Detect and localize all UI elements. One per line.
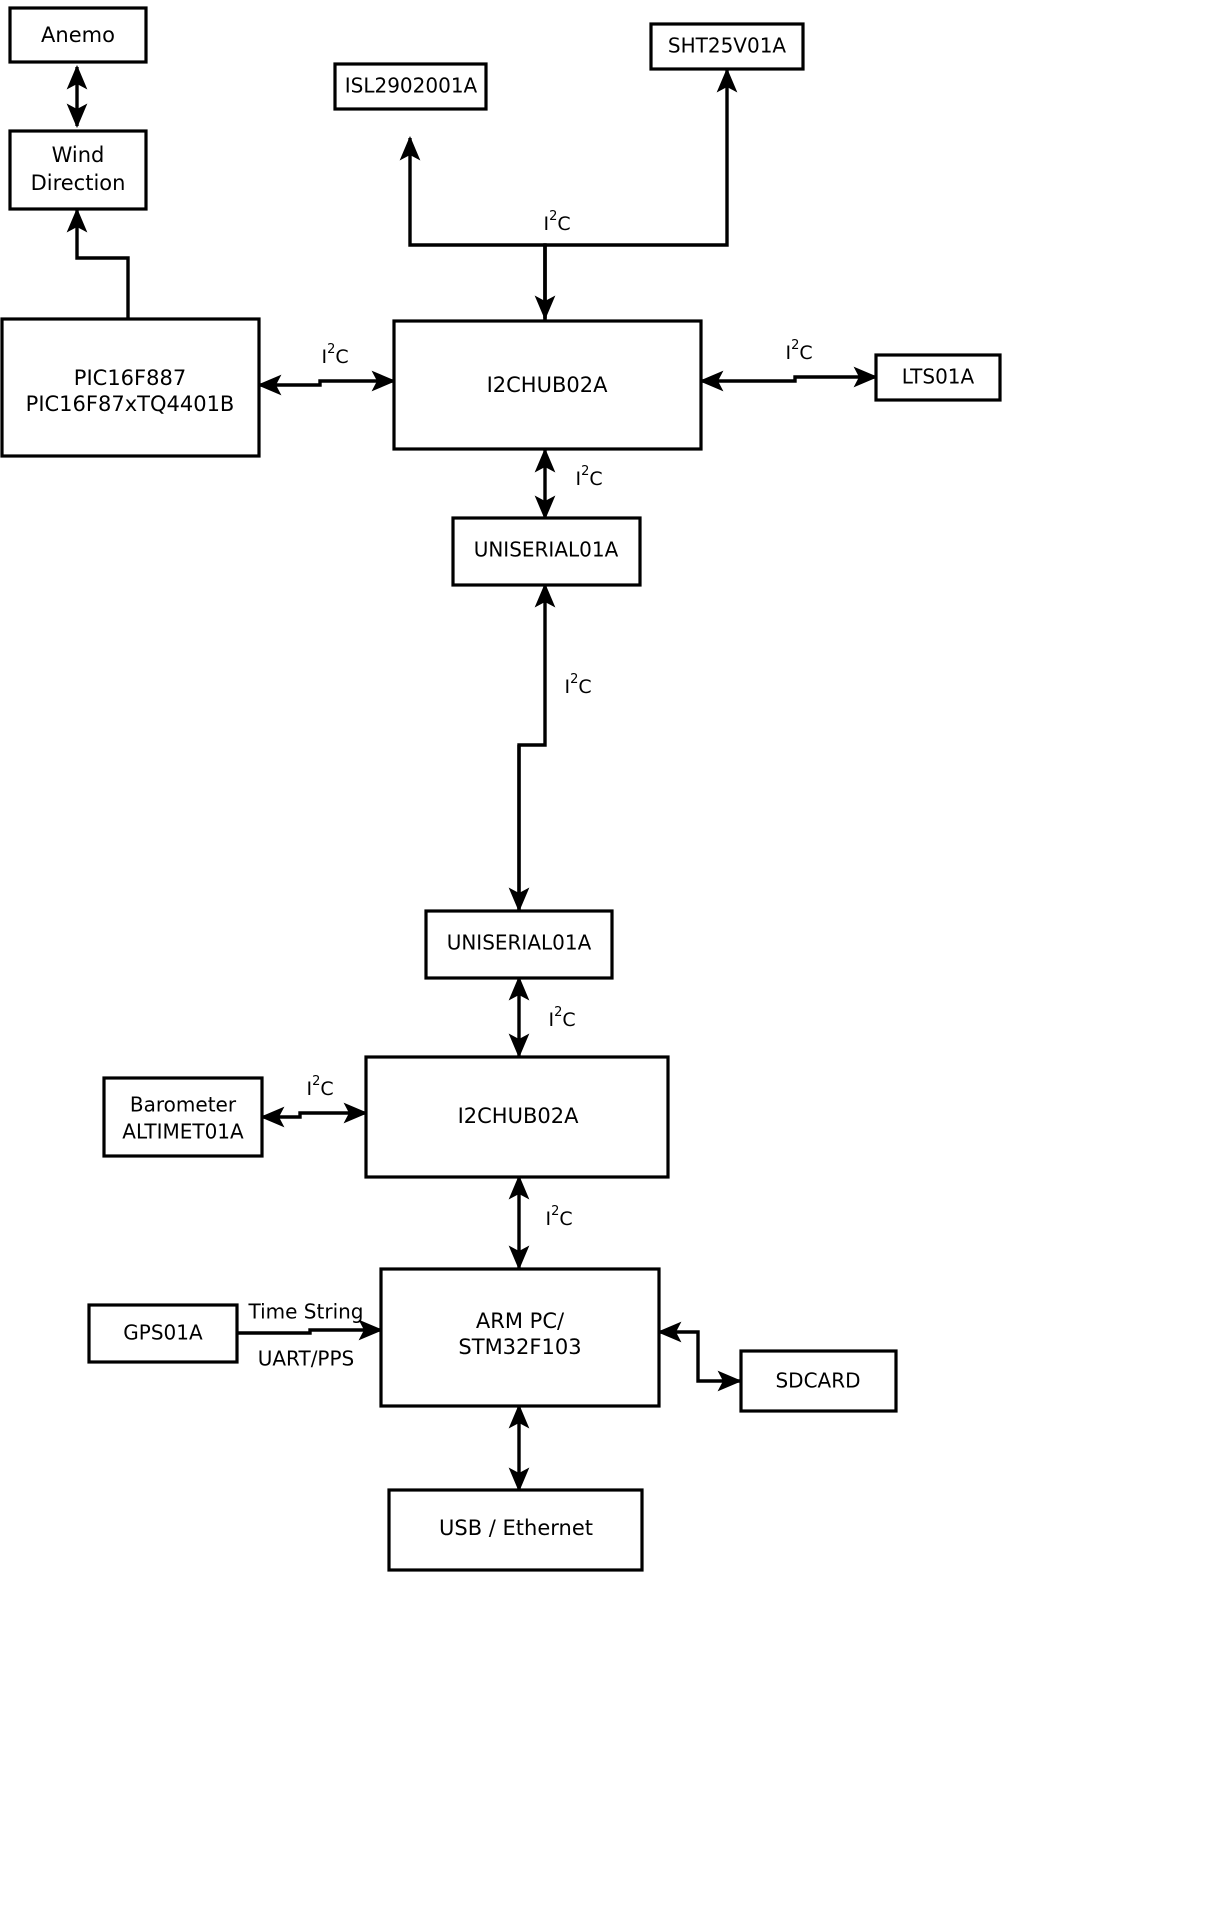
node-pic16f887-label-line1: PIC16F887 — [74, 366, 186, 390]
node-uniserial01a-top-label: UNISERIAL01A — [474, 538, 619, 562]
node-sdcard[interactable]: SDCARD — [739, 1349, 898, 1413]
node-arm-pc-label-line2: STM32F103 — [458, 1335, 581, 1359]
edge-label-i2c-hub-lts: I2C — [743, 338, 843, 364]
edge-label-time-string: Time String — [248, 1300, 364, 1324]
node-isl2902001a-label: ISL2902001A — [345, 74, 478, 98]
node-pic16f887-box[interactable] — [0, 317, 261, 458]
node-arm-pc[interactable]: ARM PC/ STM32F103 — [379, 1267, 661, 1408]
node-i2chub02a-bottom-box[interactable] — [364, 1055, 670, 1179]
node-i2chub02a-top-box[interactable] — [392, 319, 703, 451]
edge-label-i2c-hub-uniserial: I2C — [533, 464, 633, 490]
node-uniserial01a-bottom[interactable]: UNISERIAL01A — [424, 909, 614, 980]
node-sht25v01a-box[interactable] — [649, 22, 805, 71]
edge-label-i2c-pic-hub: I2C — [279, 342, 379, 368]
edge-hub-sht — [543, 67, 738, 320]
edge-hub-lts — [698, 366, 879, 392]
edge-label-i2c-uniserial-link: I2C — [522, 672, 622, 698]
node-i2chub02a-top-label: I2CHUB02A — [487, 373, 609, 397]
node-usb-ethernet-label: USB / Ethernet — [439, 1516, 593, 1540]
node-barometer-label-line1: Barometer — [130, 1093, 237, 1117]
node-anemo[interactable]: Anemo — [8, 6, 148, 64]
node-sdcard-box[interactable] — [739, 1349, 898, 1413]
node-uniserial01a-top-box[interactable] — [451, 516, 642, 587]
node-gps01a[interactable]: GPS01A — [87, 1303, 239, 1364]
node-barometer-label-line2: ALTIMET01A — [122, 1120, 244, 1144]
node-i2chub02a-top[interactable]: I2CHUB02A — [392, 319, 703, 451]
edge-label-i2c-uniserial-hub-bottom: I2C — [506, 1005, 606, 1031]
node-sht25v01a[interactable]: SHT25V01A — [649, 22, 805, 71]
node-usb-ethernet[interactable]: USB / Ethernet — [387, 1488, 644, 1572]
node-lts01a-label: LTS01A — [902, 365, 975, 389]
node-barometer-box[interactable] — [102, 1076, 264, 1158]
edge-pic-wind-direction — [66, 207, 130, 318]
edge-label-i2c-hub-arm: I2C — [503, 1204, 603, 1230]
node-wind-direction-label-line1: Wind — [52, 143, 105, 167]
node-sdcard-label: SDCARD — [775, 1369, 860, 1393]
node-i2chub02a-bottom[interactable]: I2CHUB02A — [364, 1055, 670, 1179]
edge-gps-arm-pc — [237, 1319, 384, 1341]
edge-label-uart-pps: UART/PPS — [258, 1347, 355, 1371]
node-anemo-label: Anemo — [41, 23, 115, 47]
node-uniserial01a-bottom-box[interactable] — [424, 909, 614, 980]
edge-arm-pc-sdcard — [656, 1321, 743, 1392]
node-uniserial01a-bottom-label: UNISERIAL01A — [447, 931, 592, 955]
node-pic16f887-label-line2: PIC16F87xTQ4401B — [26, 392, 235, 416]
node-lts01a-box[interactable] — [874, 353, 1002, 402]
node-anemo-box[interactable] — [8, 6, 148, 64]
node-arm-pc-label-line1: ARM PC/ — [476, 1309, 565, 1333]
edge-uniserial-bottom-to-top — [517, 582, 556, 910]
node-pic16f887[interactable]: PIC16F887 PIC16F87xTQ4401B — [0, 317, 261, 458]
node-isl2902001a-box[interactable] — [333, 62, 488, 111]
node-i2chub02a-bottom-label: I2CHUB02A — [458, 1104, 580, 1128]
edge-pic-hub-top — [256, 370, 397, 396]
node-wind-direction-box[interactable] — [8, 129, 148, 211]
node-arm-pc-box[interactable] — [379, 1267, 661, 1408]
edge-barometer-hub-bottom — [259, 1102, 369, 1128]
node-uniserial01a-top[interactable]: UNISERIAL01A — [451, 516, 642, 587]
node-gps01a-label: GPS01A — [123, 1321, 203, 1345]
node-lts01a[interactable]: LTS01A — [874, 353, 1002, 402]
node-barometer[interactable]: Barometer ALTIMET01A — [102, 1076, 264, 1158]
node-usb-ethernet-box[interactable] — [387, 1488, 644, 1572]
node-wind-direction[interactable]: Wind Direction — [8, 129, 148, 211]
edge-label-i2c-top-bus: I2C — [501, 209, 601, 235]
node-wind-direction-label-line2: Direction — [31, 171, 126, 195]
node-sht25v01a-label: SHT25V01A — [668, 34, 787, 58]
edge-label-i2c-barometer-hub: I2C — [264, 1074, 364, 1100]
node-gps01a-box[interactable] — [87, 1303, 239, 1364]
node-isl2902001a[interactable]: ISL2902001A — [333, 62, 488, 111]
